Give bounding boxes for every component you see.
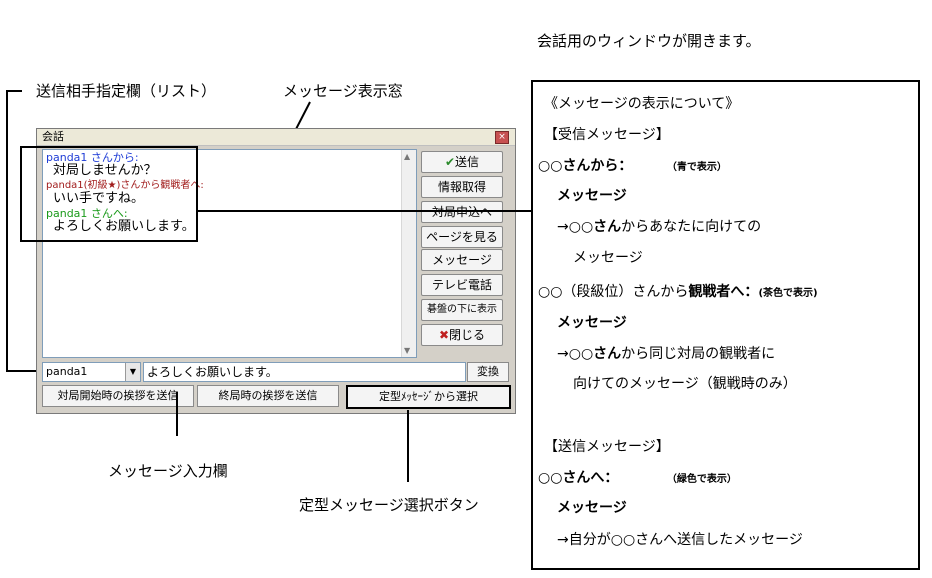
message-text-sent: よろしくお願いします。 [53, 219, 195, 234]
spectator-desc-1: →○○さんから同じ対局の観戦者に [557, 346, 776, 362]
spectator-line: ○○（段級位）さんから観戦者へ：(茶色で表示) [538, 284, 818, 300]
green-note: （緑色で表示） [666, 474, 737, 485]
message-scrollbar[interactable]: ▲ ▼ [401, 150, 416, 357]
view-page-button[interactable]: ページを見る [421, 226, 503, 248]
checkmark-icon: ✔ [444, 155, 456, 169]
recipient-select[interactable]: panda1 ▼ [42, 362, 141, 382]
message-button[interactable]: メッセージ [421, 249, 503, 271]
received-desc-1: →○○さんからあなたに向けての [557, 219, 762, 235]
recipient-list-label: 送信相手指定欄（リスト） [36, 82, 217, 100]
sent-message-word: メッセージ [557, 500, 627, 516]
message-to-legend-pointer [196, 210, 532, 212]
sent-desc: →自分が○○さんへ送信したメッセージ [557, 532, 803, 548]
close-x-icon: ✖ [438, 328, 450, 342]
start-greeting-button[interactable]: 対局開始時の挨拶を送信 [42, 385, 194, 407]
show-below-board-button[interactable]: 碁盤の下に表示 [421, 299, 503, 321]
match-request-button[interactable]: 対局申込へ [421, 201, 503, 223]
sent-heading: 【送信メッセージ】 [544, 439, 670, 455]
message-header-received: panda1 さんから: [46, 151, 139, 164]
message-display-label: メッセージ表示窓 [283, 82, 403, 100]
brown-note: (茶色で表示) [758, 288, 818, 299]
spectator-message-word: メッセージ [557, 315, 627, 331]
window-titlebar: 会話 × [37, 129, 515, 146]
send-button[interactable]: ✔送信 [421, 151, 503, 173]
message-input[interactable]: よろしくお願いします。 [143, 362, 466, 382]
top-caption: 会話用のウィンドウが開きます。 [537, 32, 761, 50]
template-button-label: 定型メッセージ選択ボタン [299, 496, 479, 514]
recipient-pointer-h [6, 90, 22, 92]
received-message-word: メッセージ [557, 188, 627, 204]
tv-phone-button[interactable]: テレビ電話 [421, 274, 503, 296]
chevron-down-icon[interactable]: ▼ [125, 363, 140, 381]
window-close-icon[interactable]: × [495, 131, 509, 144]
window-title: 会話 [42, 130, 64, 143]
get-info-button[interactable]: 情報取得 [421, 176, 503, 198]
blue-note: （青で表示） [666, 162, 727, 173]
spectator-desc-2: 向けてのメッセージ（観戦時のみ） [573, 376, 797, 392]
legend-heading: 《メッセージの表示について》 [544, 96, 740, 112]
recipient-pointer-v [6, 90, 8, 372]
received-line: ○○さんから： （青で表示） [538, 158, 727, 174]
message-input-label: メッセージ入力欄 [108, 462, 228, 480]
template-select-button[interactable]: 定型ﾒｯｾｰｼﾞから選択 [346, 385, 511, 409]
close-button[interactable]: ✖閉じる [421, 324, 503, 346]
message-header-sent: panda1 さんへ: [46, 207, 128, 220]
message-text-spectator: いい手ですね。 [53, 191, 145, 206]
message-text-received: 対局しませんか？ [53, 163, 157, 178]
legend-box [531, 80, 920, 570]
scroll-up-icon[interactable]: ▲ [404, 152, 411, 161]
convert-button[interactable]: 変換 [467, 362, 509, 382]
recipient-pointer-h2 [6, 370, 36, 372]
end-greeting-button[interactable]: 終局時の挨拶を送信 [197, 385, 339, 407]
sent-line: ○○さんへ： （緑色で表示） [538, 470, 737, 486]
message-header-spectator: panda1(初級★)さんから観戦者へ: [46, 180, 204, 191]
scroll-down-icon[interactable]: ▼ [404, 346, 411, 355]
input-pointer [176, 392, 178, 436]
received-heading: 【受信メッセージ】 [544, 127, 670, 143]
message-highlight-box [20, 146, 198, 242]
template-pointer [407, 410, 409, 482]
conversation-window: 会話 × panda1 さんから: 対局しませんか？ panda1(初級★)さん… [36, 128, 516, 414]
message-display-pane: panda1 さんから: 対局しませんか？ panda1(初級★)さんから観戦者… [42, 149, 417, 358]
recipient-select-value: panda1 [46, 365, 88, 378]
received-desc-2: メッセージ [573, 250, 643, 266]
